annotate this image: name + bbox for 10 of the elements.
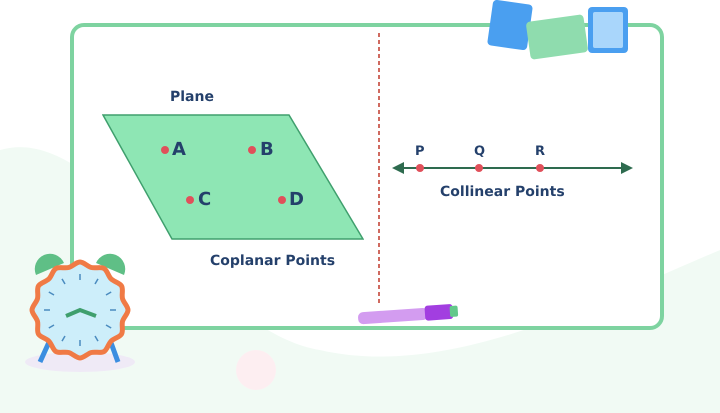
point-label: Q [474, 145, 486, 158]
point-label: R [535, 145, 546, 158]
point-label: C [198, 191, 212, 209]
figure-caption: Coplanar Points [210, 254, 336, 268]
point-label: B [260, 141, 274, 159]
figure-caption: Collinear Points [440, 185, 565, 199]
point-label: D [289, 191, 304, 209]
plane-heading: Plane [170, 90, 214, 104]
point-label: A [172, 141, 186, 159]
point-label: P [415, 145, 425, 158]
